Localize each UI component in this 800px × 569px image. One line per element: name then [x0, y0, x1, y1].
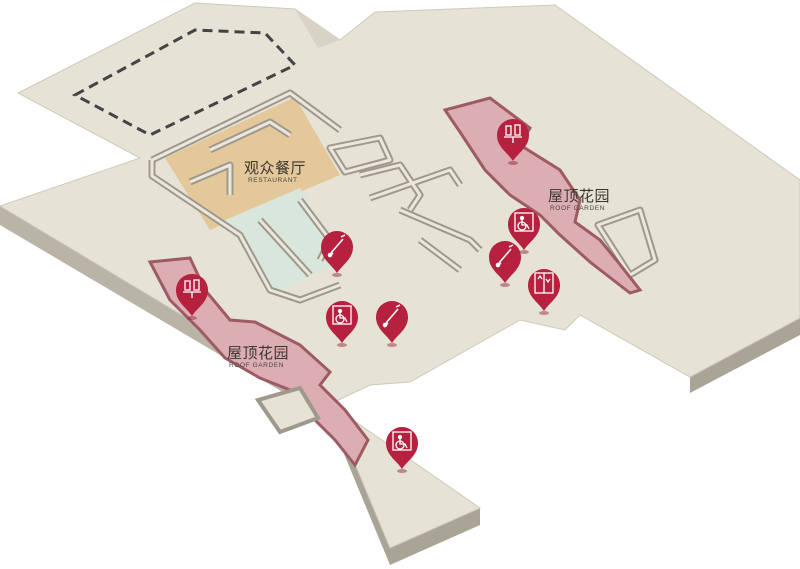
roof-garden-right-label-zh: 屋顶花园	[548, 187, 611, 205]
accessible-elevator-icon	[332, 305, 352, 325]
toilet-pin-left[interactable]	[176, 274, 208, 320]
accessible-elevator-icon	[392, 431, 412, 451]
fire-extinguisher-pin-center[interactable]	[321, 231, 353, 277]
accessible-elevator-icon	[514, 212, 534, 232]
accessible-elevator-pin-center[interactable]	[326, 301, 358, 347]
dashed-void-outline	[71, 28, 298, 137]
elevator-pin-right[interactable]	[528, 269, 560, 315]
fire-extinguisher-icon	[495, 244, 514, 268]
fire-extinguisher-pin-right[interactable]	[489, 241, 521, 287]
restaurant-label-en: RESTAURANT	[248, 177, 298, 184]
accessible-elevator-pin-right[interactable]	[508, 208, 540, 254]
roof-garden-left-label-zh: 屋顶花园	[227, 344, 290, 362]
roof-garden-right-label-en: ROOF GARDEN	[550, 205, 605, 212]
fire-extinguisher-icon	[327, 234, 346, 258]
restaurant-label-zh: 观众餐厅	[244, 159, 307, 177]
roof-garden-left-shape	[147, 256, 370, 468]
toilet-icon	[504, 124, 522, 143]
accessible-elevator-pin-bottom[interactable]	[386, 427, 418, 473]
roof-garden-left-label-en: ROOF GARDEN	[229, 362, 284, 369]
elevator-icon	[534, 272, 554, 294]
fire-extinguisher-icon	[382, 304, 401, 328]
toilet-pin-top-right[interactable]	[497, 119, 529, 165]
fire-extinguisher-pin-lower[interactable]	[376, 301, 408, 347]
toilet-icon	[183, 279, 201, 298]
